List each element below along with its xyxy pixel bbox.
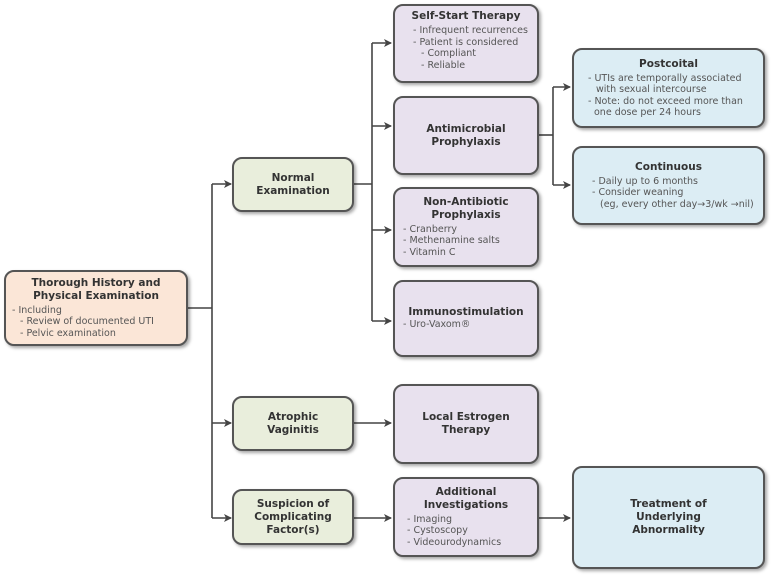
suspicion-title: Suspicion of Complicating Factor(s) xyxy=(254,497,332,536)
non-antibiotic-title: Non-Antibiotic Prophylaxis xyxy=(423,195,509,221)
local-estrogen-therapy-box: Local Estrogen Therapy xyxy=(393,384,539,464)
suspicion-box: Suspicion of Complicating Factor(s) xyxy=(232,489,354,545)
atrophic-vaginitis-title: Atrophic Vaginitis xyxy=(267,410,319,436)
local-estrogen-title: Local Estrogen Therapy xyxy=(422,411,510,436)
root-item: - Including xyxy=(12,304,62,316)
continuous-box: Continuous - Daily up to 6 months - Cons… xyxy=(572,146,765,225)
antimicrobial-title: Antimicrobial Prophylaxis xyxy=(426,122,506,148)
self-start-therapy-box: Self-Start Therapy - Infrequent recurren… xyxy=(393,4,539,83)
non-antibiotic-item: - Methenamine salts xyxy=(403,235,500,247)
additional-investigations-box: Additional Investigations - Imaging - Cy… xyxy=(393,477,539,557)
normal-examination-title: Normal Examination xyxy=(256,171,330,197)
non-antibiotic-prophylaxis-box: Non-Antibiotic Prophylaxis - Cranberry -… xyxy=(393,187,539,267)
investigations-item: - Imaging xyxy=(407,513,453,525)
root-item: - Pelvic examination xyxy=(20,327,116,339)
treatment-title: Treatment of Underlying Abnormality xyxy=(630,498,707,536)
antimicrobial-prophylaxis-box: Antimicrobial Prophylaxis xyxy=(393,96,539,175)
postcoital-item: - Note: do not exceed more than xyxy=(588,95,743,107)
postcoital-item: one dose per 24 hours xyxy=(594,107,701,118)
self-start-item: - Patient is considered xyxy=(413,36,519,48)
postcoital-title: Postcoital xyxy=(639,57,698,70)
self-start-item: - Infrequent recurrences xyxy=(413,25,528,36)
continuous-item: - Consider weaning xyxy=(592,187,684,199)
investigations-item: - Cystoscopy xyxy=(407,525,468,537)
postcoital-item: with sexual intercourse xyxy=(596,84,707,95)
continuous-item: (eg, every other day→3/wk →nil) xyxy=(600,198,754,210)
root-title: Thorough History and Physical Examinatio… xyxy=(31,276,161,302)
immunostimulation-item: - Uro-Vaxom® xyxy=(403,319,471,331)
treatment-box: Treatment of Underlying Abnormality xyxy=(572,466,765,569)
root-item: - Review of documented UTI xyxy=(20,316,154,328)
root-box: Thorough History and Physical Examinatio… xyxy=(4,270,188,346)
postcoital-item: - UTIs are temporally associated xyxy=(588,72,742,84)
normal-examination-box: Normal Examination xyxy=(232,157,354,212)
continuous-title: Continuous xyxy=(635,160,702,173)
additional-investigations-title: Additional Investigations xyxy=(423,485,509,511)
immunostimulation-title: Immunostimulation xyxy=(408,306,524,319)
postcoital-box: Postcoital - UTIs are temporally associa… xyxy=(572,48,765,128)
self-start-title: Self-Start Therapy xyxy=(411,10,521,22)
continuous-item: - Daily up to 6 months xyxy=(592,175,698,187)
immunostimulation-box: Immunostimulation - Uro-Vaxom® xyxy=(393,280,539,357)
self-start-item: - Reliable xyxy=(421,59,466,71)
non-antibiotic-item: - Vitamin C xyxy=(403,246,456,258)
atrophic-vaginitis-box: Atrophic Vaginitis xyxy=(232,396,354,451)
investigations-item: - Videourodynamics xyxy=(407,536,502,548)
non-antibiotic-item: - Cranberry xyxy=(403,223,457,235)
self-start-item: - Compliant xyxy=(421,48,477,59)
